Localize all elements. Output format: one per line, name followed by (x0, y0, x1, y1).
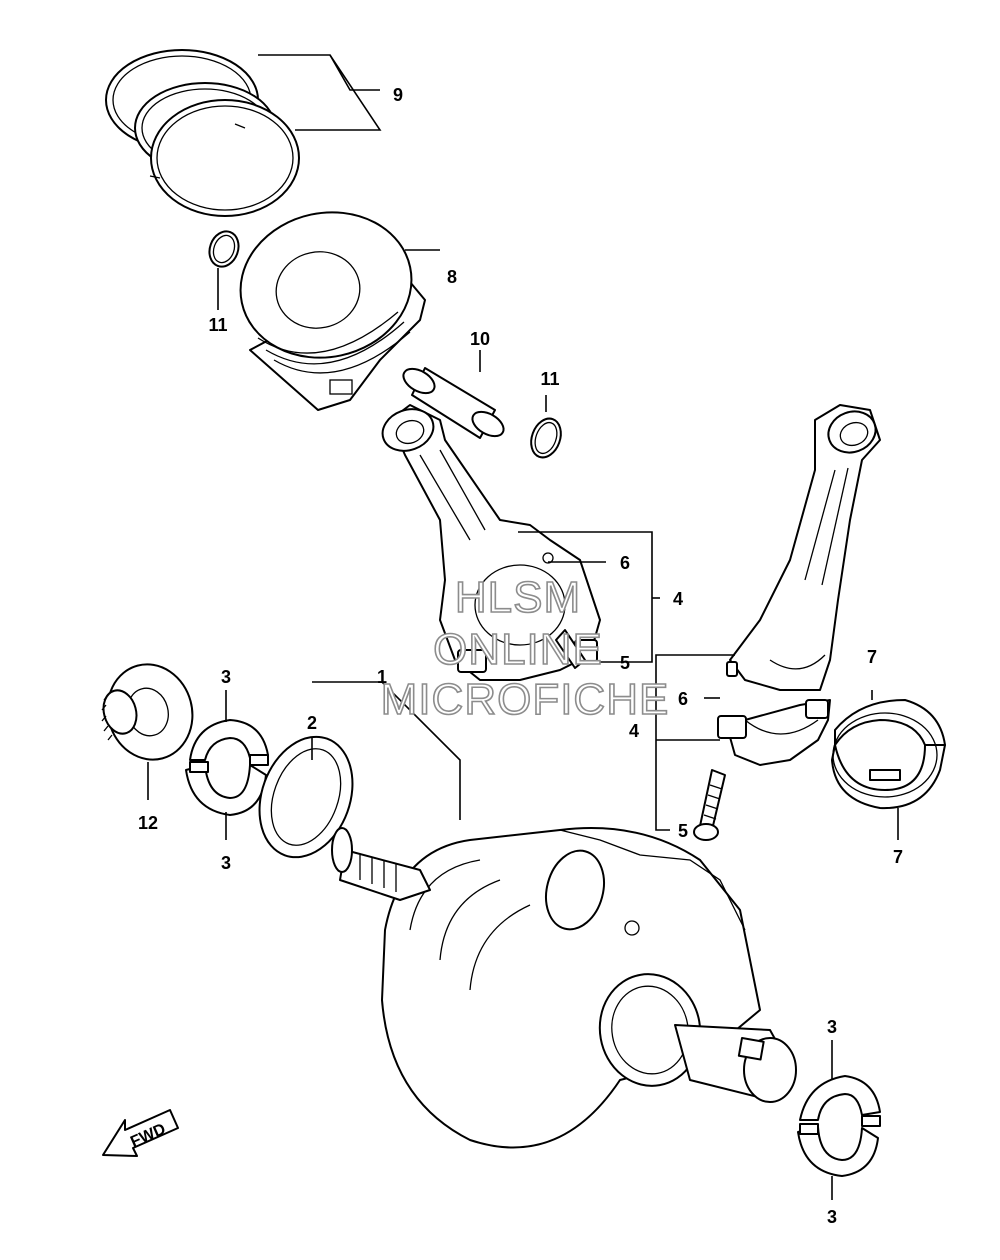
callout-3-top-right: 3 (827, 1017, 837, 1037)
watermark-line-1: HLSM (455, 573, 581, 622)
piston-pin (402, 367, 505, 439)
watermark-line-2: ONLINE (433, 625, 603, 674)
connecting-rod-exploded (693, 404, 881, 841)
watermark-line-3: MICROFICHE (381, 675, 670, 724)
callout-11-left: 11 (208, 315, 227, 335)
callout-3-bottom-right: 3 (827, 1207, 837, 1227)
piston (239, 211, 426, 411)
callout-4-upper: 4 (673, 589, 683, 609)
callout-8: 8 (447, 267, 457, 287)
connecting-rod-assembled (381, 404, 601, 681)
leader-lines (147, 54, 899, 1200)
callout-6-lower: 6 (678, 689, 688, 709)
callout-9: 9 (393, 85, 403, 105)
watermark: HLSM ONLINE MICROFICHE (380, 572, 670, 725)
callout-7-upper: 7 (867, 647, 877, 667)
con-rod-bearing-pair (831, 699, 946, 810)
callout-1: 1 (377, 667, 387, 687)
piston-ring-set (105, 49, 300, 217)
callout-3-top-left: 3 (221, 667, 231, 687)
callout-labels: 9 8 11 10 11 6 4 5 7 3 1 6 2 4 12 5 7 3 … (138, 85, 903, 1227)
fwd-direction-indicator: FWD (102, 1109, 179, 1157)
callout-11-right: 11 (540, 369, 559, 389)
thrust-washer (258, 735, 354, 859)
crankshaft (331, 827, 797, 1149)
crank-timing-gear (101, 663, 194, 761)
main-bearing-left (185, 719, 269, 816)
callout-7-lower: 7 (893, 847, 903, 867)
callout-5-upper: 5 (620, 653, 630, 673)
callout-6-upper: 6 (620, 553, 630, 573)
piston-pin-clip-right (530, 417, 562, 459)
piston-pin-clip-left (208, 230, 240, 268)
callout-3-bottom-left: 3 (221, 853, 231, 873)
callout-5-lower: 5 (678, 821, 688, 841)
main-bearing-right (797, 1075, 881, 1177)
callout-2: 2 (307, 713, 317, 733)
callout-12: 12 (138, 813, 158, 833)
callout-10: 10 (470, 329, 490, 349)
callout-4-lower: 4 (629, 721, 639, 741)
